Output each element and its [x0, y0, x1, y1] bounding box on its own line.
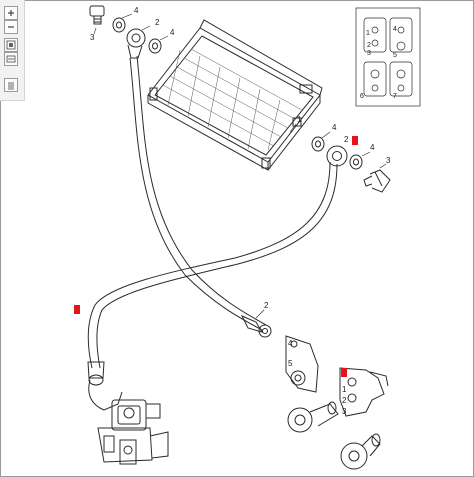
inset-detail	[355, 7, 421, 107]
inset-label: 2	[367, 42, 371, 49]
callout-label: 1	[297, 115, 302, 124]
valve-block	[88, 379, 169, 465]
oil-cooler	[147, 19, 323, 171]
callout-label: 3	[386, 156, 391, 165]
fit-width-icon	[6, 55, 16, 63]
zoom-in-icon	[8, 10, 14, 16]
callout-label: 2	[155, 18, 160, 27]
inset-label: 6	[360, 93, 364, 100]
hotspot-marker[interactable]	[74, 305, 80, 314]
callout-label: 5	[288, 359, 293, 368]
callout-label: 4	[170, 28, 175, 37]
hotspot-marker[interactable]	[341, 368, 347, 377]
inset-label: 5	[393, 52, 397, 59]
flange-adapter-b	[339, 367, 389, 417]
callout-label: 4	[134, 6, 139, 15]
lower-fitting-group	[311, 136, 391, 193]
callout-label: 4	[370, 143, 375, 152]
callout-label: 1	[342, 385, 347, 394]
callout-label: 4	[288, 339, 293, 348]
fit-width-button[interactable]	[4, 52, 18, 66]
fit-page-button[interactable]	[4, 38, 18, 52]
zoom-out-icon	[8, 26, 14, 28]
callout-label: 3	[90, 33, 95, 42]
page-list-button[interactable]	[4, 78, 18, 92]
inset-label: 7	[393, 93, 397, 100]
zoom-out-button[interactable]	[4, 20, 18, 34]
viewer-toolbar	[0, 0, 25, 101]
callout-label: 2	[342, 396, 347, 405]
hose-left	[129, 57, 263, 331]
top-fitting-group	[89, 5, 162, 59]
inset-label: 3	[367, 50, 371, 57]
inset-labels: 1 2 3 4 5 6 7	[360, 26, 397, 100]
page-list-icon	[8, 82, 14, 90]
hose-right	[87, 161, 331, 369]
zoom-in-button[interactable]	[4, 6, 18, 20]
elbow-flange-a	[287, 401, 339, 433]
callout-label: 3	[342, 407, 347, 416]
elbow-flange-b	[340, 433, 381, 470]
callout-numbers: 3 4 2 4 1 4 2 4 3 2 4 5 1 2 3	[90, 6, 391, 416]
hotspot-marker[interactable]	[352, 136, 358, 145]
callout-label: 2	[344, 135, 349, 144]
inset-label: 1	[366, 30, 370, 37]
hose-end-fittings	[87, 315, 272, 386]
callout-label: 4	[332, 123, 337, 132]
flange-adapter-a	[285, 335, 319, 393]
inset-label: 4	[393, 26, 397, 33]
fit-page-icon	[6, 40, 16, 50]
callout-label: 2	[264, 301, 269, 310]
